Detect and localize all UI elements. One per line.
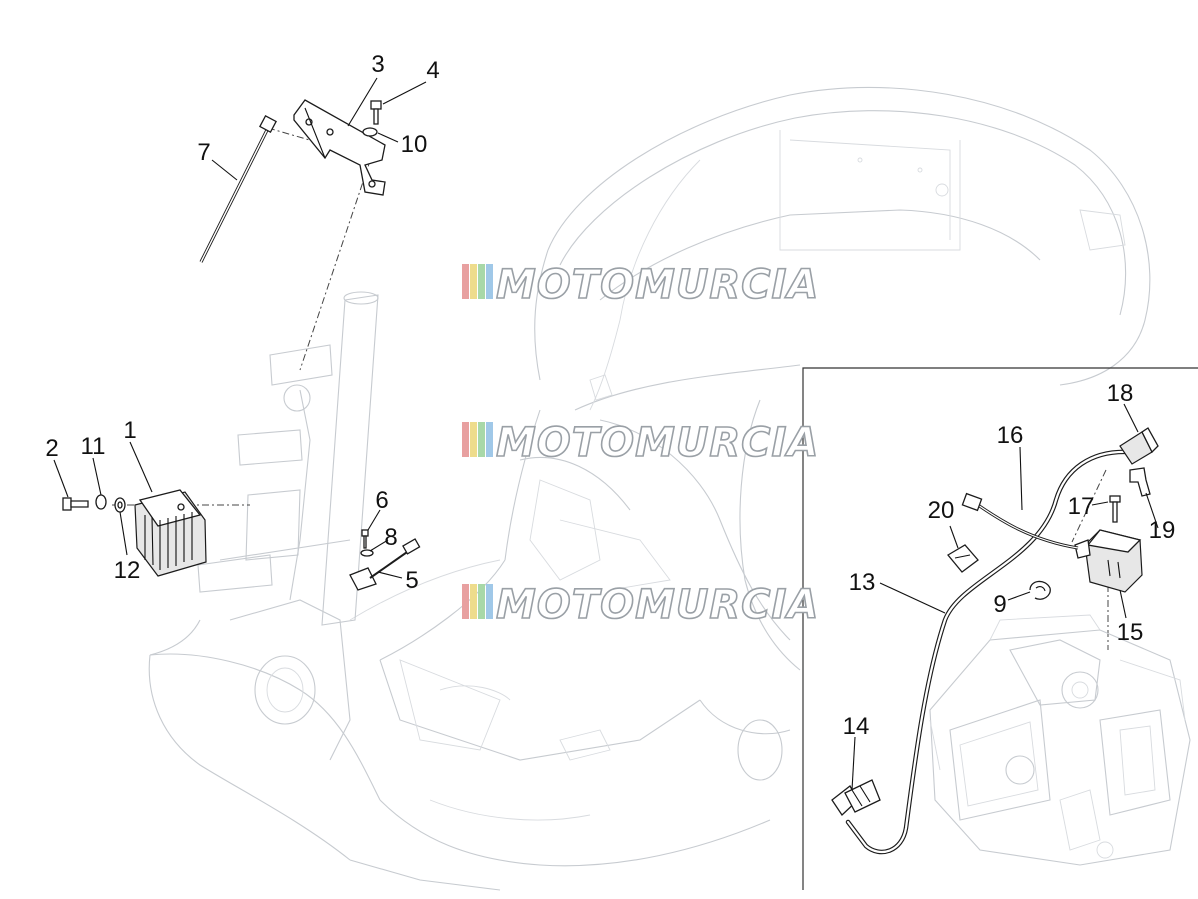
callout-3: 3 bbox=[371, 51, 384, 78]
washer-part-11 bbox=[95, 494, 107, 510]
callout-9: 9 bbox=[993, 591, 1006, 618]
voltage-regulator-part-1 bbox=[134, 489, 207, 577]
watermark-3: MOTOMURCIA bbox=[462, 581, 819, 629]
connector-part-19 bbox=[1129, 467, 1151, 497]
callout-14: 14 bbox=[843, 713, 870, 740]
washer-part-8 bbox=[360, 549, 374, 557]
watermark-2: MOTOMURCIA bbox=[462, 419, 819, 467]
callout-1: 1 bbox=[123, 417, 136, 444]
spark-plug-cap-part-14 bbox=[831, 779, 881, 816]
screw-part-2 bbox=[62, 497, 89, 511]
callout-12: 12 bbox=[114, 557, 141, 584]
callout-20: 20 bbox=[928, 497, 955, 524]
callout-2: 2 bbox=[45, 435, 58, 462]
washer-part-10 bbox=[362, 127, 378, 137]
watermark-1-text: MOTOMURCIA bbox=[496, 262, 819, 308]
scooter-frame-outline bbox=[148, 86, 1151, 891]
sensor-part-5 bbox=[349, 538, 421, 591]
callout-16: 16 bbox=[997, 422, 1024, 449]
callout-8: 8 bbox=[384, 524, 397, 551]
cable-tie-part-7 bbox=[199, 115, 277, 263]
watermark-2-text: MOTOMURCIA bbox=[496, 420, 819, 466]
callout-17: 17 bbox=[1068, 493, 1095, 520]
callout-4: 4 bbox=[426, 57, 439, 84]
callout-labels: 1 2 3 4 5 6 7 8 9 10 11 12 13 14 15 16 1… bbox=[45, 51, 1175, 740]
bracket-part-3 bbox=[293, 99, 386, 196]
callout-10: 10 bbox=[401, 131, 428, 158]
screw-part-6 bbox=[361, 529, 369, 549]
callout-11: 11 bbox=[81, 433, 106, 460]
spark-cap-part-18 bbox=[1119, 427, 1159, 465]
callout-13: 13 bbox=[849, 569, 876, 596]
wiring-part-16 bbox=[961, 492, 1079, 550]
engine-drawing bbox=[929, 614, 1191, 866]
clip-part-20 bbox=[947, 544, 979, 573]
ht-lead-part-13 bbox=[845, 449, 1133, 855]
screw-part-4 bbox=[370, 100, 382, 125]
leader-lines bbox=[53, 77, 1159, 791]
clip-part-9 bbox=[1029, 580, 1051, 600]
steering-column bbox=[197, 291, 379, 626]
washer-part-12 bbox=[114, 497, 126, 513]
watermark-1: MOTOMURCIA bbox=[462, 261, 819, 309]
callout-7: 7 bbox=[197, 139, 210, 166]
watermark-3-text: MOTOMURCIA bbox=[496, 582, 819, 628]
callout-6: 6 bbox=[375, 487, 388, 514]
callout-15: 15 bbox=[1117, 619, 1144, 646]
inset-frame bbox=[802, 367, 1198, 890]
callout-19: 19 bbox=[1149, 517, 1176, 544]
callout-18: 18 bbox=[1107, 380, 1134, 407]
ignition-coil-part-15 bbox=[1074, 529, 1143, 593]
callout-5: 5 bbox=[405, 567, 418, 594]
screw-part-17 bbox=[1109, 495, 1121, 523]
